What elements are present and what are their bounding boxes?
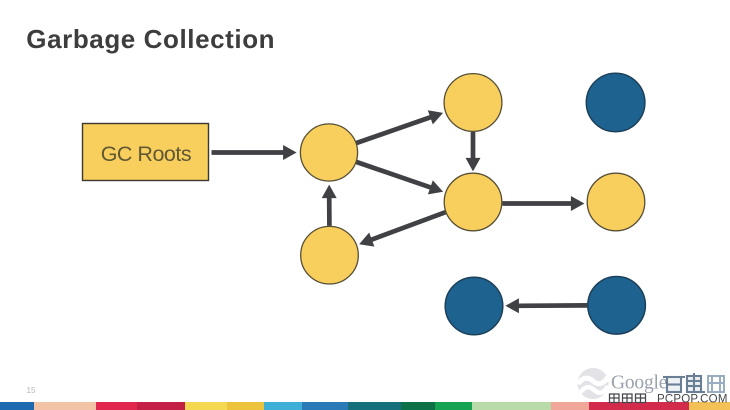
svg-text:Google: Google bbox=[611, 373, 667, 394]
svg-text:PCPOP.COM: PCPOP.COM bbox=[657, 394, 728, 406]
svg-text:GC Roots: GC Roots bbox=[101, 142, 191, 166]
